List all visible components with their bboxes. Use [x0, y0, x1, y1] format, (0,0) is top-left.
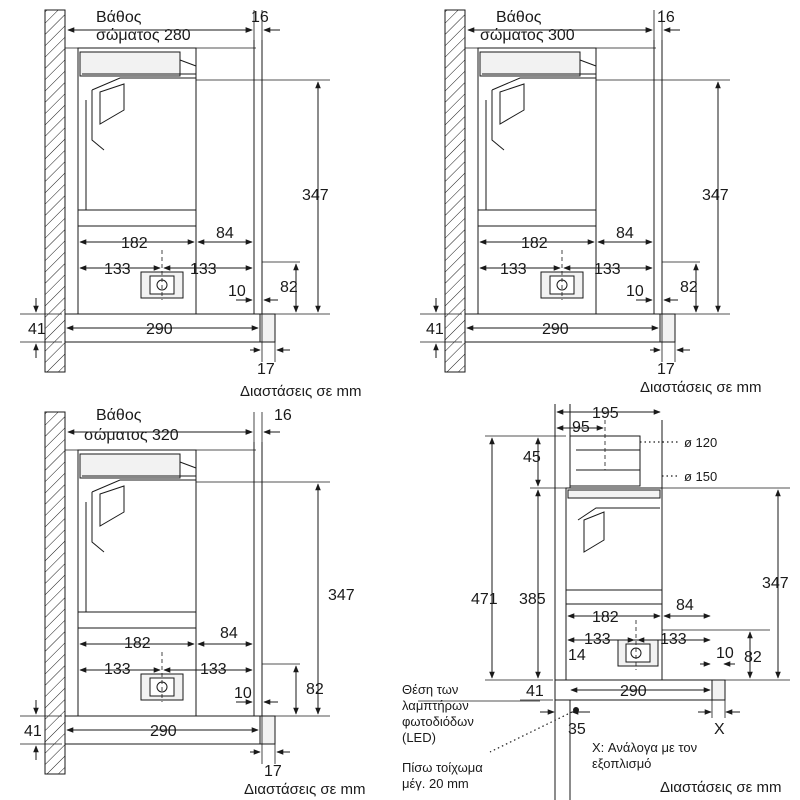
- depth-label-line1: Βάθος: [96, 407, 142, 424]
- dim-mid-height: 385: [519, 591, 546, 608]
- dim-front-width: 10: [234, 685, 252, 702]
- dim-front-width: 10: [228, 283, 246, 300]
- dim-top-half: 95: [572, 419, 590, 436]
- panel-detail: 195 95 45 471 385 347 182 84 133 133 14 …: [402, 404, 790, 800]
- dim-half-left: 133: [584, 631, 611, 648]
- dim-front-height: 82: [280, 279, 298, 296]
- dim-half-left: 133: [104, 661, 131, 678]
- dim-front-height: 82: [744, 649, 762, 666]
- diameter-150-label: ø 150: [684, 469, 717, 484]
- dim-right-gap: 84: [216, 225, 234, 242]
- dim-left-offset: 14: [568, 647, 586, 664]
- depth-label-line2: σώματος 300: [480, 27, 575, 44]
- dim-top-right: 16: [274, 407, 292, 424]
- dim-height: 347: [702, 187, 729, 204]
- dim-half-left: 133: [104, 261, 131, 278]
- units-label: Διαστάσεις σε mm: [244, 781, 365, 798]
- depth-label-line2: σώματος 280: [96, 27, 191, 44]
- units-label: Διαστάσεις σε mm: [660, 779, 781, 796]
- dim-panel-width: 290: [620, 683, 647, 700]
- dim-height: 347: [302, 187, 329, 204]
- dim-width-inner: 182: [121, 235, 148, 252]
- dim-duct-top: 45: [523, 449, 541, 466]
- dim-panel-height: 41: [426, 321, 444, 338]
- dim-half-left: 133: [500, 261, 527, 278]
- dim-panel-height: 41: [526, 683, 544, 700]
- dim-x-mark: X: [714, 721, 725, 738]
- units-label: Διαστάσεις σε mm: [640, 379, 761, 396]
- dim-panel-width: 290: [542, 321, 569, 338]
- wall-label-line1: Πίσω τοίχωμα: [402, 760, 483, 775]
- depth-label-line1: Βάθος: [96, 9, 142, 26]
- dim-led-offset: 35: [568, 721, 586, 738]
- depth-label-line1: Βάθος: [496, 9, 542, 26]
- panel-depth-300: Βάθος σώματος 300 16 347 182 84 133 133 …: [420, 9, 761, 396]
- dim-height: 347: [328, 587, 355, 604]
- dim-top-width: 195: [592, 405, 619, 422]
- dim-panel-width: 290: [146, 321, 173, 338]
- dim-front-height: 82: [680, 279, 698, 296]
- dim-half-right: 133: [660, 631, 687, 648]
- dim-panel-height: 41: [28, 321, 46, 338]
- dim-width-inner: 182: [521, 235, 548, 252]
- dim-bottom-width: 17: [257, 361, 275, 378]
- led-label-line2: λαμπτήρων: [402, 698, 469, 713]
- dim-top-right: 16: [251, 9, 269, 26]
- diameter-120-label: ø 120: [684, 435, 717, 450]
- led-label-line1: Θέση των: [402, 682, 458, 697]
- dim-right-gap: 84: [676, 597, 694, 614]
- led-label-line4: (LED): [402, 730, 436, 745]
- wall-label-line2: μέγ. 20 mm: [402, 776, 469, 791]
- panel-depth-320: Βάθος σώματος 320 16 347 182 84 133 133 …: [20, 407, 365, 798]
- dim-half-right: 133: [190, 261, 217, 278]
- dim-bottom-width: 17: [264, 763, 282, 780]
- depth-label-line2: σώματος 320: [84, 427, 179, 444]
- dim-half-right: 133: [594, 261, 621, 278]
- dim-panel-height: 41: [24, 723, 42, 740]
- dim-total-height: 471: [471, 591, 498, 608]
- dim-panel-width: 290: [150, 723, 177, 740]
- x-note-line2: εξοπλισμό: [592, 756, 651, 771]
- dim-bottom-width: 17: [657, 361, 675, 378]
- led-label-line3: φωτοδιόδων: [402, 714, 474, 729]
- dim-height: 347: [762, 575, 789, 592]
- x-note-line1: X: Ανάλογα με τον: [592, 740, 697, 755]
- dim-top-right: 16: [657, 9, 675, 26]
- dim-front-width: 10: [626, 283, 644, 300]
- dim-right-gap: 84: [616, 225, 634, 242]
- dim-half-right: 133: [200, 661, 227, 678]
- dim-width-inner: 182: [592, 609, 619, 626]
- dim-front-width: 10: [716, 645, 734, 662]
- dim-right-gap: 84: [220, 625, 238, 642]
- dim-front-height: 82: [306, 681, 324, 698]
- dim-width-inner: 182: [124, 635, 151, 652]
- panel-depth-280: Βάθος σώματος 280 16 347 182 84 133 133 …: [20, 9, 361, 400]
- units-label: Διαστάσεις σε mm: [240, 383, 361, 400]
